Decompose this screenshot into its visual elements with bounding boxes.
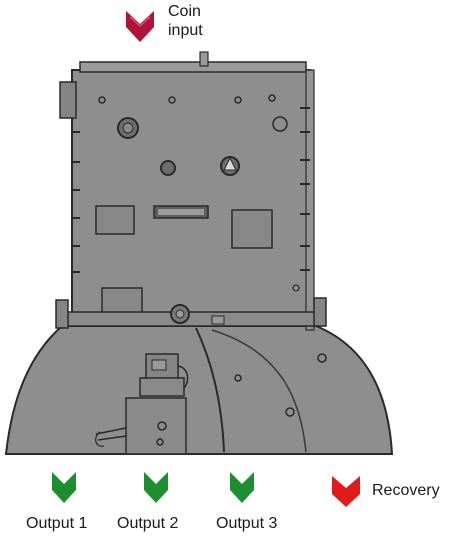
output-1-label: Output 1 [26,515,88,532]
output-1-arrow-icon [52,472,76,503]
coin-input-label-line1: Coin [168,3,201,20]
output-2-arrow-icon [144,472,168,503]
coin-input-arrow-icon [126,11,154,42]
output-3-arrow-icon [230,472,254,503]
solenoid-unit [95,353,189,455]
output-3-label: Output 3 [216,515,278,532]
coin-input-label: Coin input [168,2,203,40]
recovery-label: Recovery [372,482,440,499]
main-body [55,51,327,331]
coin-input-label-line2: input [168,22,203,39]
recovery-arrow-icon [332,476,360,507]
output-2-label: Output 2 [117,515,179,532]
lower-housing [4,325,394,455]
